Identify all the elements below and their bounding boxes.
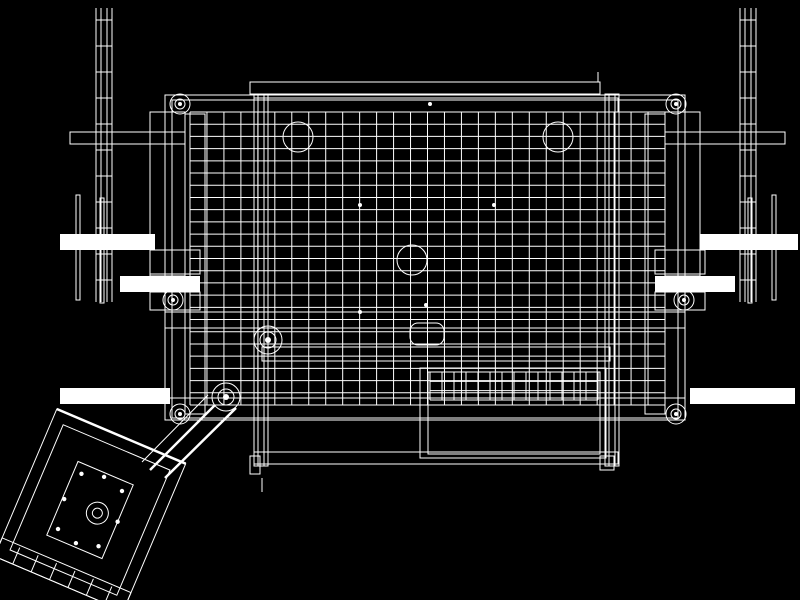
tilted-hopper-module — [0, 407, 187, 600]
outer-frame — [164, 94, 686, 421]
upper-mesh-grid — [189, 111, 666, 406]
left-hanger-rod-2 — [99, 197, 105, 304]
corner-wheel — [162, 289, 184, 311]
corner-wheel-axle — [674, 102, 678, 106]
corner-wheel-hub — [670, 98, 682, 110]
module-bolt — [62, 496, 67, 502]
tilted-arm-line-1 — [149, 404, 216, 471]
module-bolt — [73, 540, 79, 546]
module-tray-slat — [12, 547, 21, 565]
pivot-axle — [223, 394, 229, 400]
left-main-upright — [253, 93, 269, 467]
bottom-right-block — [599, 455, 615, 471]
right-mount-plate — [654, 291, 706, 311]
left-bar-upper — [60, 234, 155, 250]
right-main-upright — [604, 93, 620, 467]
grid-pin — [492, 203, 496, 207]
corner-wheel-hub — [174, 408, 186, 420]
right-bar-middle — [655, 276, 735, 292]
corner-wheel-hub — [167, 294, 179, 306]
grid-slot-hole — [409, 322, 445, 346]
corner-wheel-hub — [670, 408, 682, 420]
module-motor-hub — [91, 507, 103, 519]
corner-wheel-axle — [674, 412, 678, 416]
left-side-column — [184, 113, 206, 415]
corner-wheel-assemblies — [162, 93, 695, 425]
grid-pin — [428, 102, 432, 106]
right-gear-box — [654, 249, 706, 275]
right-main-upright-inner — [608, 93, 616, 467]
module-tray-slat — [85, 578, 94, 596]
module-top-edge — [56, 407, 187, 465]
grid-round-hole — [542, 121, 574, 153]
module-bottom-tray — [0, 537, 132, 600]
machine-frame-outline — [149, 72, 701, 492]
pivot-ring — [211, 382, 241, 412]
grid-pin — [424, 303, 428, 307]
module-tray-slat — [67, 570, 76, 588]
module-tray-slat — [0, 539, 2, 557]
right-upper-arm — [664, 131, 786, 145]
module-tray-slat — [30, 555, 39, 573]
left-bar-lower — [60, 388, 170, 404]
module-bolt — [96, 544, 101, 549]
right-hanger-rod-2 — [747, 197, 753, 304]
right-side-bracket — [664, 111, 701, 277]
grid-round-hole — [396, 244, 428, 276]
right-vertical-rails — [664, 8, 786, 304]
outer-frame-inner — [171, 99, 679, 419]
left-upper-arm — [69, 131, 186, 145]
corner-wheel-axle — [178, 102, 182, 106]
corner-wheel — [673, 289, 695, 311]
pivot-ring — [253, 325, 283, 355]
module-motor-ring — [85, 501, 109, 525]
right-bar-lower — [690, 388, 795, 404]
module-tray-slat — [49, 562, 58, 580]
module-bolt — [119, 488, 125, 494]
bottom-left-block — [249, 455, 261, 475]
left-gear-box — [149, 249, 201, 275]
grid-pin — [358, 203, 362, 207]
module-tray-slat — [104, 586, 113, 600]
middle-cross-beam — [261, 346, 611, 362]
module-chute — [46, 460, 134, 560]
grid-pin — [358, 310, 362, 314]
corner-wheel-hub — [174, 98, 186, 110]
horizontal-bar-assemblies — [60, 234, 798, 404]
left-bar-middle — [120, 276, 200, 292]
module-bolt — [101, 474, 107, 480]
pivot-hub — [217, 388, 235, 406]
module-bolt — [79, 471, 84, 476]
tilted-arm-line-2 — [164, 407, 237, 479]
module-inner-box — [9, 424, 171, 596]
grid-hole-markers — [282, 102, 574, 346]
corner-wheel-hub — [678, 294, 690, 306]
left-side-bracket — [149, 111, 186, 277]
corner-wheel — [665, 403, 687, 425]
lower-mesh-grid — [429, 371, 599, 401]
corner-wheel — [665, 93, 687, 115]
left-vertical-rails — [69, 8, 186, 304]
corner-wheel — [169, 93, 191, 115]
corner-wheel-axle — [178, 412, 182, 416]
bottom-cross-beam — [253, 451, 619, 465]
right-bar-upper — [700, 234, 798, 250]
corner-wheel-axle — [171, 298, 175, 302]
top-header-bar — [249, 81, 601, 95]
pivot-axle — [265, 337, 271, 343]
module-bolt — [55, 526, 61, 532]
corner-wheel-axle — [682, 298, 686, 302]
left-main-upright-inner — [257, 93, 265, 467]
pivot-hub — [259, 331, 277, 349]
grid-round-hole — [282, 121, 314, 153]
module-bolt — [115, 519, 120, 524]
